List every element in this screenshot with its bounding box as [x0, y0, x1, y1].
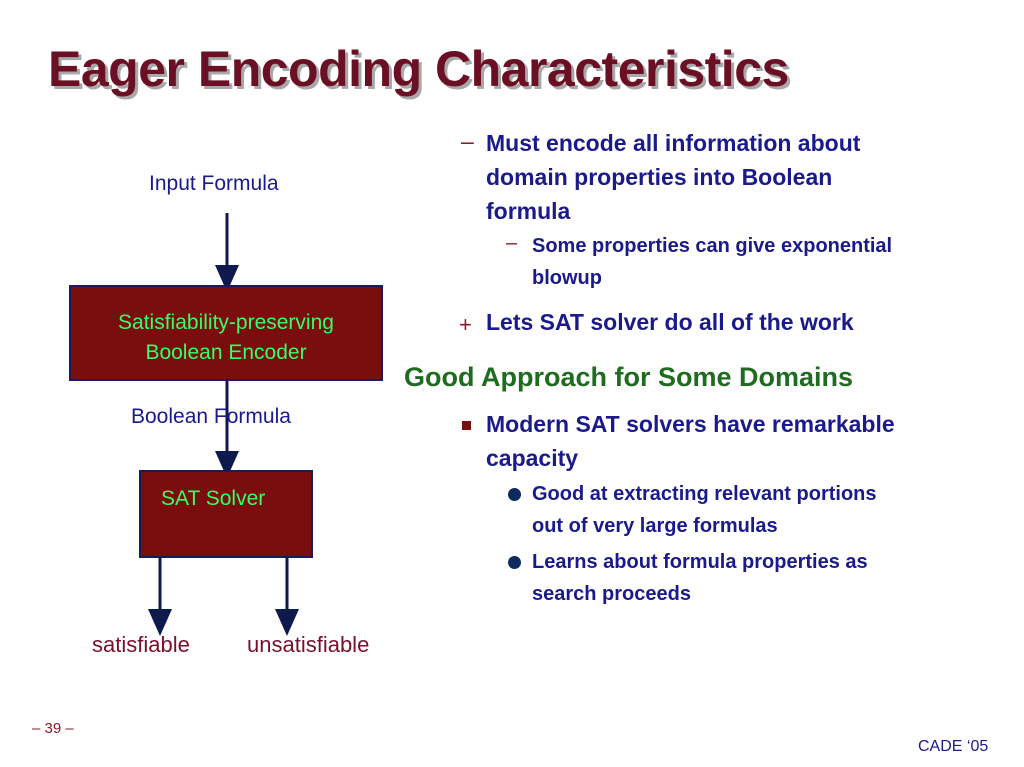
conference-label: CADE ‘05 — [918, 738, 989, 755]
section-point-1-line2: capacity — [486, 445, 579, 471]
point-1-line1: Must encode all information about — [486, 130, 861, 156]
unsatisfiable-label: unsatisfiable — [247, 632, 370, 657]
boolean-formula-label: Boolean Formula — [131, 405, 291, 428]
dash-marker: – — [461, 128, 474, 154]
sat-solver-label: SAT Solver — [161, 487, 266, 510]
encoder-label-line2: Boolean Encoder — [145, 341, 307, 364]
point-1a-line2: blowup — [532, 267, 602, 289]
page-number: – 39 – — [32, 720, 74, 737]
satisfiable-label: satisfiable — [92, 632, 190, 657]
section-point-1b-line1: Learns about formula properties as — [532, 551, 868, 573]
section-point-1b-line2: search proceeds — [532, 583, 691, 605]
dash-marker: – — [506, 232, 518, 254]
encoder-box: Satisfiability-preserving Boolean Encode… — [69, 285, 383, 381]
square-bullet-icon — [462, 421, 471, 430]
sat-solver-box: SAT Solver — [139, 470, 313, 558]
point-1-line2: domain properties into Boolean — [486, 164, 833, 190]
round-bullet-icon — [508, 488, 521, 501]
section-point-1-line1: Modern SAT solvers have remarkable — [486, 411, 895, 437]
section-point-1a-line2: out of very large formulas — [532, 515, 778, 537]
plus-marker: + — [459, 312, 472, 337]
slide-title: Eager Encoding Characteristics — [48, 41, 789, 97]
encoder-label-line1: Satisfiability-preserving — [118, 311, 334, 334]
diagram-arrows — [148, 213, 299, 636]
input-formula-label: Input Formula — [149, 172, 279, 195]
point-2-text: Lets SAT solver do all of the work — [486, 309, 854, 335]
flow-diagram: Input Formula Satisfiability-preserving … — [0, 0, 420, 700]
point-1-line3: formula — [486, 198, 571, 224]
point-1a-line1: Some properties can give exponential — [532, 235, 893, 257]
round-bullet-icon — [508, 556, 521, 569]
section-heading: Good Approach for Some Domains — [404, 362, 854, 392]
section-point-1a-line1: Good at extracting relevant portions — [532, 483, 877, 505]
